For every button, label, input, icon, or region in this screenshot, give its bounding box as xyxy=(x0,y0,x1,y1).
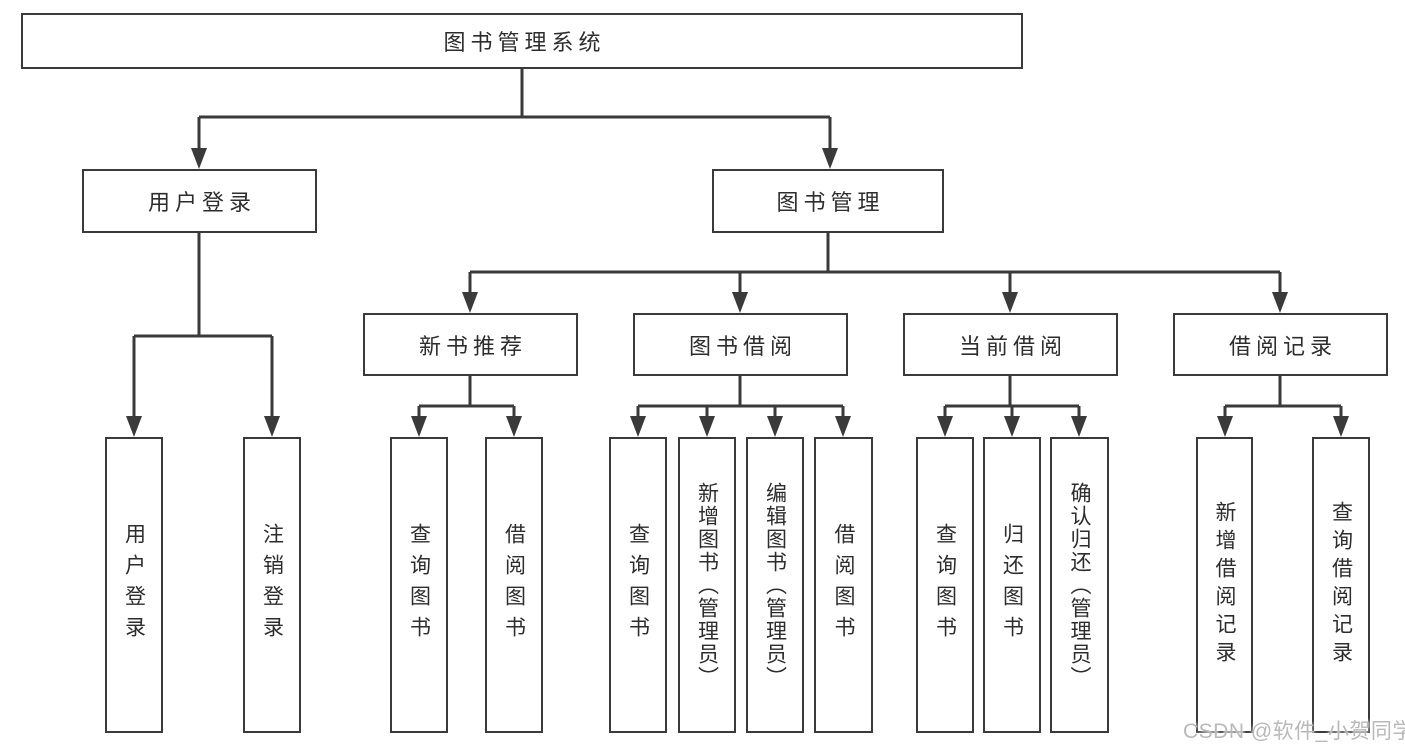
arrowheads xyxy=(126,148,1349,437)
node-new-book-recommend: 新书推荐 xyxy=(363,313,578,376)
node-borrow-records: 借阅记录 xyxy=(1173,313,1388,376)
node-leaf-return-book: 归还图书 xyxy=(983,437,1041,733)
arrowhead xyxy=(937,416,953,437)
node-leaf-user-login: 用户登录 xyxy=(105,437,163,733)
node-label: 新书推荐 xyxy=(418,333,527,359)
node-label: 当前借阅 xyxy=(958,333,1067,359)
node-label: 新增借阅记录 xyxy=(1213,501,1236,669)
node-leaf-search-book-recommend: 查询图书 xyxy=(390,437,448,733)
node-label: 查询图书 xyxy=(626,523,650,647)
node-leaf-search-borrow-record: 查询借阅记录 xyxy=(1312,437,1370,733)
node-label: 注销登录 xyxy=(260,523,284,647)
node-book-borrow: 图书借阅 xyxy=(633,313,848,376)
arrowhead xyxy=(462,292,478,313)
arrowhead xyxy=(732,292,748,313)
edge-records-split xyxy=(1223,376,1343,419)
node-leaf-search-book-current: 查询图书 xyxy=(916,437,974,733)
node-book-management: 图书管理 xyxy=(712,169,944,233)
edge-root-split xyxy=(197,69,832,151)
arrowhead xyxy=(1217,416,1233,437)
arrowhead xyxy=(822,148,838,169)
node-label: 新增图书（管理员） xyxy=(695,481,719,689)
node-leaf-borrow-book-recommend: 借阅图书 xyxy=(485,437,543,733)
node-label: 归还图书 xyxy=(1000,523,1024,647)
node-leaf-logout: 注销登录 xyxy=(243,437,301,733)
node-leaf-borrow-book: 借阅图书 xyxy=(814,437,873,733)
node-label: 用户登录 xyxy=(147,190,256,215)
arrowhead xyxy=(264,416,280,437)
arrowhead xyxy=(1002,292,1018,313)
node-leaf-confirm-return-admin: 确认归还（管理员） xyxy=(1050,437,1109,733)
node-label: 查询借阅记录 xyxy=(1329,501,1353,669)
node-label: 借阅图书 xyxy=(502,523,526,647)
node-label: 查询图书 xyxy=(407,523,431,647)
edge-current-split xyxy=(943,376,1081,419)
arrowhead xyxy=(1071,416,1087,437)
arrowhead xyxy=(767,416,783,437)
arrowhead xyxy=(191,148,207,169)
node-label: 借阅记录 xyxy=(1228,333,1337,359)
node-label: 查询图书 xyxy=(933,523,957,647)
node-label: 图书借阅 xyxy=(688,333,797,359)
node-leaf-edit-book-admin: 编辑图书（管理员） xyxy=(746,437,804,733)
node-leaf-search-book-borrow: 查询图书 xyxy=(609,437,667,733)
node-label: 图书管理 xyxy=(776,190,885,215)
node-leaf-add-book-admin: 新增图书（管理员） xyxy=(678,437,736,733)
edge-user-login-split xyxy=(132,233,274,419)
csdn-watermark: CSDN @软件_小贺同学 xyxy=(1183,720,1405,743)
arrowhead xyxy=(835,416,851,437)
node-label: 借阅图书 xyxy=(832,523,855,647)
node-leaf-add-borrow-record: 新增借阅记录 xyxy=(1196,437,1253,733)
arrowhead xyxy=(1272,292,1288,313)
node-label: 用户登录 xyxy=(122,523,146,647)
arrowhead xyxy=(411,416,427,437)
node-user-login: 用户登录 xyxy=(82,169,317,233)
node-library-management-system: 图书管理系统 xyxy=(21,13,1023,69)
arrowhead xyxy=(1004,416,1020,437)
edge-borrow-split xyxy=(636,376,845,419)
arrowhead xyxy=(1333,416,1349,437)
arrowhead xyxy=(126,416,142,437)
node-label: 确认归还（管理员） xyxy=(1068,481,1091,689)
arrowhead xyxy=(699,416,715,437)
arrowhead xyxy=(506,416,522,437)
node-current-borrow: 当前借阅 xyxy=(903,313,1118,376)
arrowhead xyxy=(630,416,646,437)
node-label: 编辑图书（管理员） xyxy=(763,481,787,689)
node-label: 图书管理系统 xyxy=(443,30,606,55)
edge-recommend-split xyxy=(417,376,516,419)
edge-book-mgmt-split xyxy=(468,233,1282,295)
